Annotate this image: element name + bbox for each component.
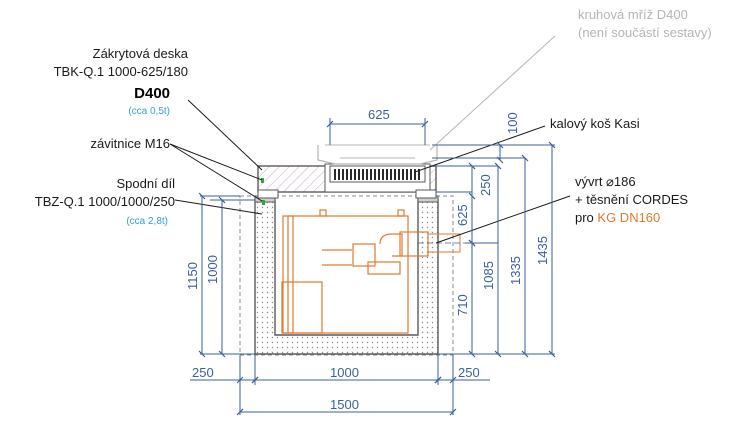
grate-bar — [386, 169, 388, 180]
dim-inner-1000: 1000 — [205, 255, 220, 284]
pipe-bore — [418, 233, 465, 253]
leader-bottom — [174, 199, 263, 215]
dim-pipe-710: 710 — [455, 294, 470, 316]
grate-bar — [358, 169, 360, 180]
round-grate — [317, 144, 438, 165]
bore-label-line1: vývrt ⌀186 — [575, 174, 636, 189]
cover-weight: (cca 0,5t) — [128, 106, 170, 117]
grate-bar — [362, 169, 364, 180]
dim-wall-right: 250 — [458, 365, 480, 380]
dim-upper-625: 625 — [455, 204, 470, 226]
grate-bar — [374, 169, 376, 180]
dim-1335: 1335 — [508, 256, 523, 285]
dim-1085: 1085 — [481, 261, 496, 290]
grate-bar — [410, 169, 412, 180]
grate-label-line1: kruhová mříž D400 — [578, 7, 688, 22]
leader-cover — [187, 99, 263, 171]
cover-label-line2: TBK-Q.1 1000-625/180 — [54, 64, 188, 79]
leader-thread-1 — [169, 143, 263, 181]
bottom-weight: (cca 2,8t) — [126, 216, 168, 227]
dim-grate-height: 100 — [505, 112, 520, 134]
cover-slab — [257, 163, 437, 199]
grate-bar — [382, 169, 384, 180]
thread-label: závitnice M16 — [91, 136, 170, 151]
grate-bar — [338, 169, 340, 180]
bore-label-line3: pro KG DN160 — [575, 210, 660, 225]
grate-bar — [350, 169, 352, 180]
sludge-basket — [281, 209, 429, 334]
grate-bar — [406, 169, 408, 180]
thread-mark-lower — [262, 200, 265, 205]
leader-basket — [414, 125, 546, 173]
cover-label-line1: Zákrytová deska — [93, 46, 189, 61]
bottom-part — [254, 195, 439, 355]
grate-bar — [390, 169, 392, 180]
dim-inner-width: 1000 — [330, 365, 359, 380]
grate-bar — [414, 169, 416, 180]
dim-total-width: 1500 — [330, 397, 359, 412]
thread-mark-upper — [261, 178, 264, 183]
basket-label: kalový koš Kasi — [550, 116, 640, 131]
grate-bar — [342, 169, 344, 180]
dim-wall-left: 250 — [192, 365, 214, 380]
grate-bar — [354, 169, 356, 180]
excavation-outline — [239, 195, 454, 356]
grate-bar — [394, 169, 396, 180]
grate-bar — [334, 169, 336, 180]
grate-bar — [346, 169, 348, 180]
dim-1435: 1435 — [535, 236, 550, 265]
grate-bars — [334, 169, 420, 180]
grate-bar — [366, 169, 368, 180]
dim-top-opening: 625 — [368, 107, 390, 122]
bore-label-accent: KG DN160 — [597, 210, 660, 225]
dim-cover-height: 250 — [478, 174, 493, 196]
bore-label-line2: + těsnění CORDES — [575, 192, 688, 207]
bottom-label-line2: TBZ-Q.1 1000/1000/250 — [35, 194, 175, 209]
grate-bar — [418, 169, 420, 180]
bottom-label-line1: Spodní díl — [116, 176, 175, 191]
bore-label-prefix: pro — [575, 210, 597, 225]
dim-outer-1150: 1150 — [185, 262, 200, 290]
grate-bar — [378, 169, 380, 180]
grate-bar — [370, 169, 372, 180]
grate-bar — [398, 169, 400, 180]
leader-bore — [435, 195, 571, 244]
cover-class: D400 — [134, 85, 170, 102]
grate-bar — [402, 169, 404, 180]
grate-label-line2: (není součástí sestavy) — [578, 25, 712, 40]
leader-thread-2 — [169, 143, 263, 202]
leader-grate — [429, 35, 556, 151]
